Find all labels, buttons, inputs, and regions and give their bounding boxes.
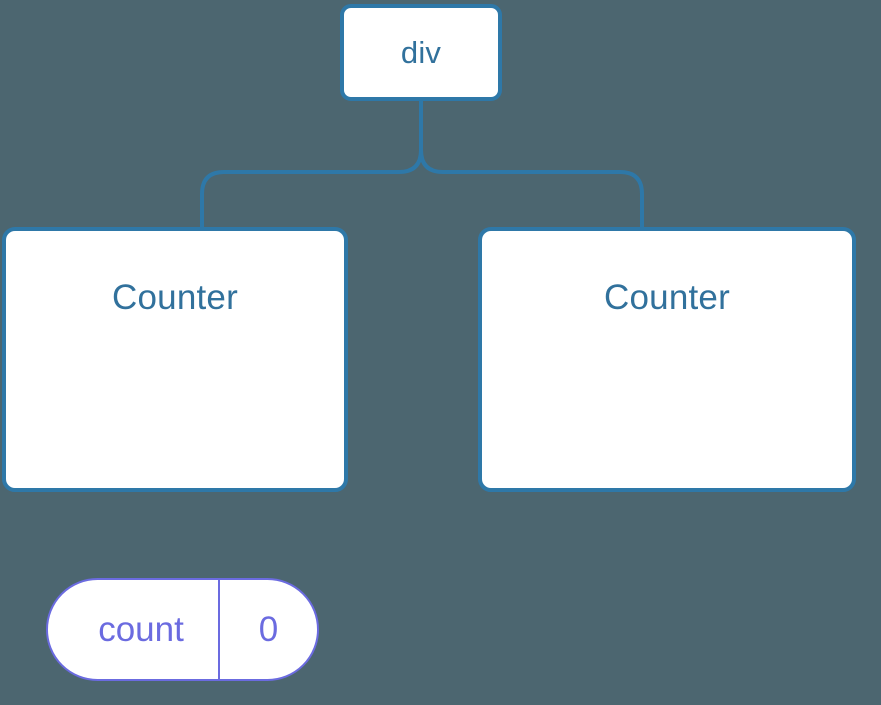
component-tree-diagram: div Counter count 0 Counter count 1 <box>2 4 856 681</box>
root-node-label: div <box>400 34 442 70</box>
connector-branch-right <box>419 148 644 231</box>
node-title: Counter <box>112 278 238 317</box>
state-pill-count[interactable]: count 0 <box>46 578 319 681</box>
connector-branch-left <box>200 148 423 231</box>
tree-node-root[interactable]: div <box>340 4 502 101</box>
state-pill-value: 0 <box>258 609 279 649</box>
node-title: Counter <box>604 278 730 317</box>
tree-connector-lines <box>200 98 644 231</box>
tree-node-counter-left[interactable]: Counter count 0 <box>2 227 348 681</box>
tree-node-counter-right[interactable]: Counter count 1 <box>478 227 856 492</box>
state-pill-key: count <box>48 580 220 679</box>
